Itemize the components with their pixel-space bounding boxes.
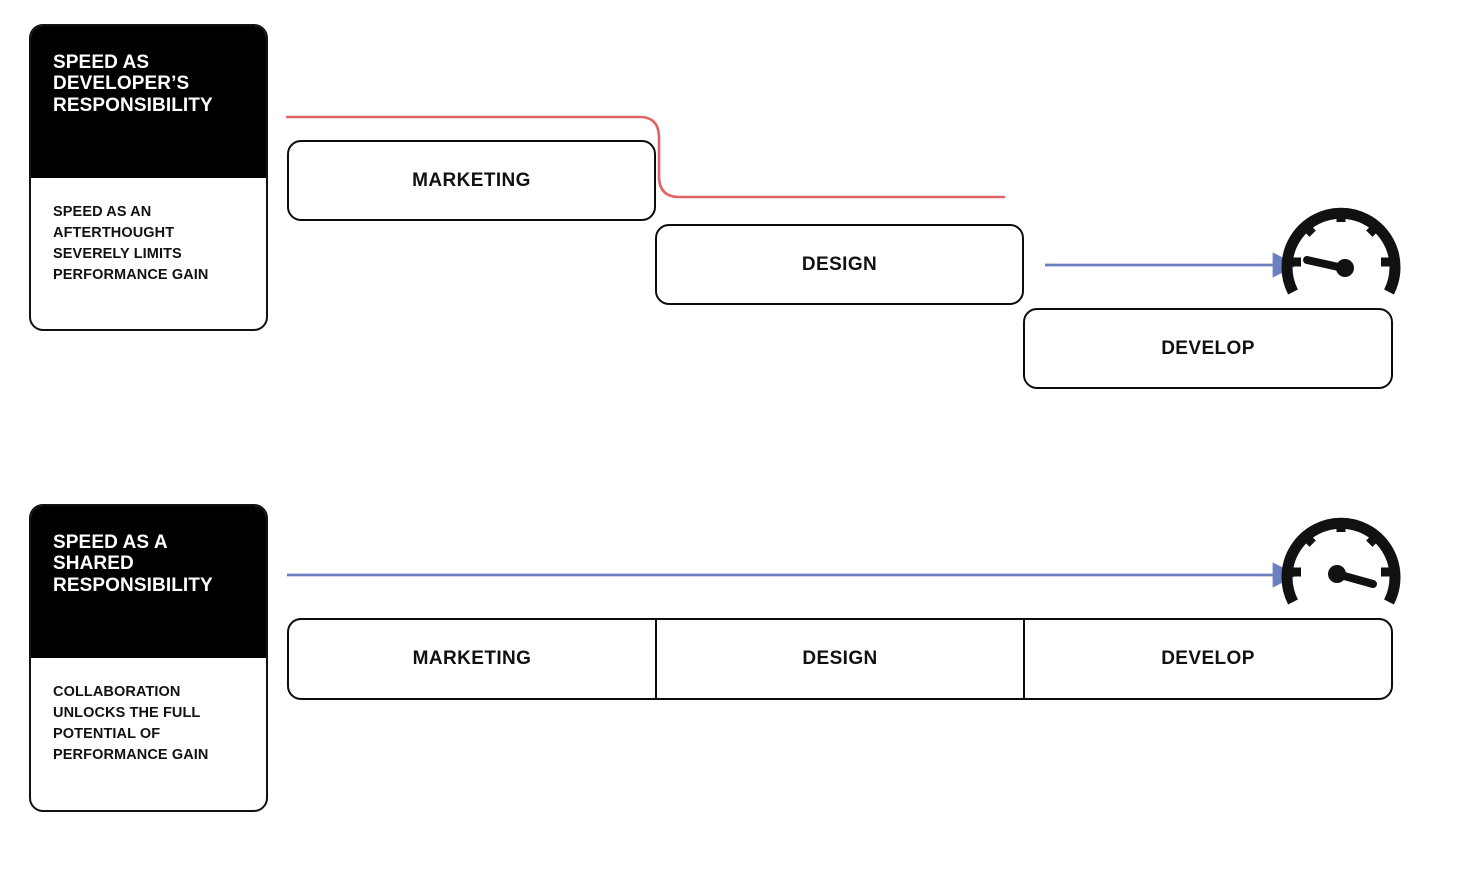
stage-label: DEVELOP	[1161, 648, 1255, 669]
card-shared-responsibility: SPEED AS A SHARED RESPONSIBILITY COLLABO…	[29, 504, 268, 812]
stage-label: MARKETING	[412, 169, 531, 191]
stage-segment-marketing[interactable]: MARKETING	[289, 620, 657, 698]
card-developer-responsibility: SPEED AS DEVELOPER’S RESPONSIBILITY SPEE…	[29, 24, 268, 331]
card-heading: SPEED AS DEVELOPER’S RESPONSIBILITY	[31, 26, 266, 178]
stage-box-develop-staircase[interactable]: DEVELOP	[1023, 308, 1393, 389]
stage-segment-develop[interactable]: DEVELOP	[1025, 620, 1391, 698]
stage-box-marketing-staircase[interactable]: MARKETING	[287, 140, 656, 221]
card-body-text: SPEED AS AN AFTERTHOUGHT SEVERELY LIMITS…	[31, 178, 266, 311]
stage-segment-design[interactable]: DESIGN	[657, 620, 1025, 698]
speedometer-high	[1281, 517, 1401, 605]
stage-box-design-staircase[interactable]: DESIGN	[655, 224, 1024, 305]
stage-label: DESIGN	[801, 253, 878, 275]
stage-label: MARKETING	[412, 648, 532, 669]
joined-stage-bar: MARKETING DESIGN DEVELOP	[287, 618, 1393, 700]
stage-label: DEVELOP	[1161, 337, 1255, 359]
card-body-text: COLLABORATION UNLOCKS THE FULL POTENTIAL…	[31, 658, 266, 791]
speedometer-low	[1281, 207, 1401, 295]
stage-label: DESIGN	[802, 648, 878, 669]
card-heading: SPEED AS A SHARED RESPONSIBILITY	[31, 506, 266, 658]
